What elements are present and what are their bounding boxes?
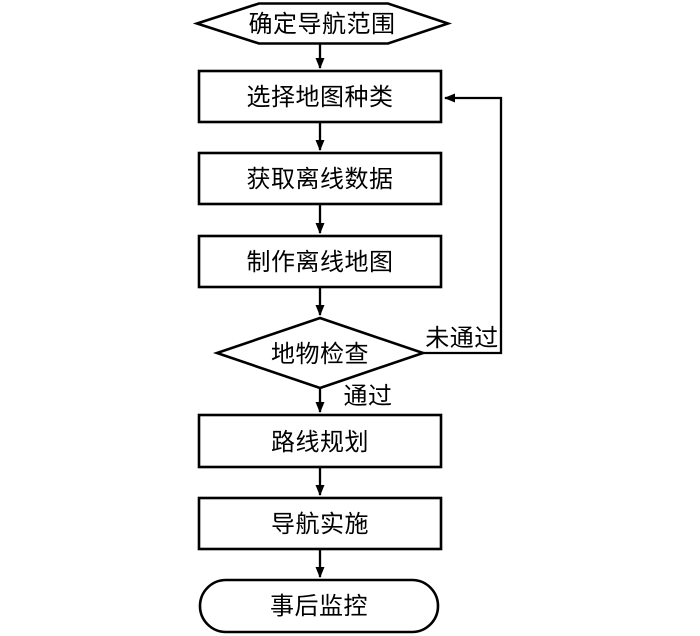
terminator-shape [198,578,440,634]
process-shape [197,234,443,289]
node-feature-check-label: 地物检查 [271,341,369,368]
decision-diamond-shape [212,316,428,390]
node-make-offline-map-label: 制作离线地图 [247,249,394,276]
node-get-offline-data-label: 获取离线数据 [247,166,394,193]
arrow-check-fail-loopback [423,93,503,355]
node-navigation-implementation: 导航实施 [197,496,443,551]
edge-label-pass: 通过 [344,383,393,410]
node-start-label: 确定导航范围 [249,11,396,38]
node-navigation-implementation-label: 导航实施 [271,511,369,538]
node-route-planning: 路线规划 [197,413,443,469]
hexagon-shape [192,2,453,45]
node-select-map-type-label: 选择地图种类 [247,84,394,111]
node-post-monitoring-label: 事后监控 [270,593,368,620]
node-post-monitoring: 事后监控 [198,578,440,634]
node-start: 确定导航范围 [192,2,453,45]
process-shape [197,413,443,469]
process-shape [197,496,443,551]
node-make-offline-map: 制作离线地图 [197,234,443,289]
process-shape [197,69,443,124]
node-select-map-type: 选择地图种类 [197,69,443,124]
edge-label-fail: 未通过 [425,325,499,352]
process-shape [197,151,443,206]
node-get-offline-data: 获取离线数据 [197,151,443,206]
node-route-planning-label: 路线规划 [271,429,369,456]
node-feature-check: 地物检查 [212,316,428,390]
connectors [315,44,503,578]
